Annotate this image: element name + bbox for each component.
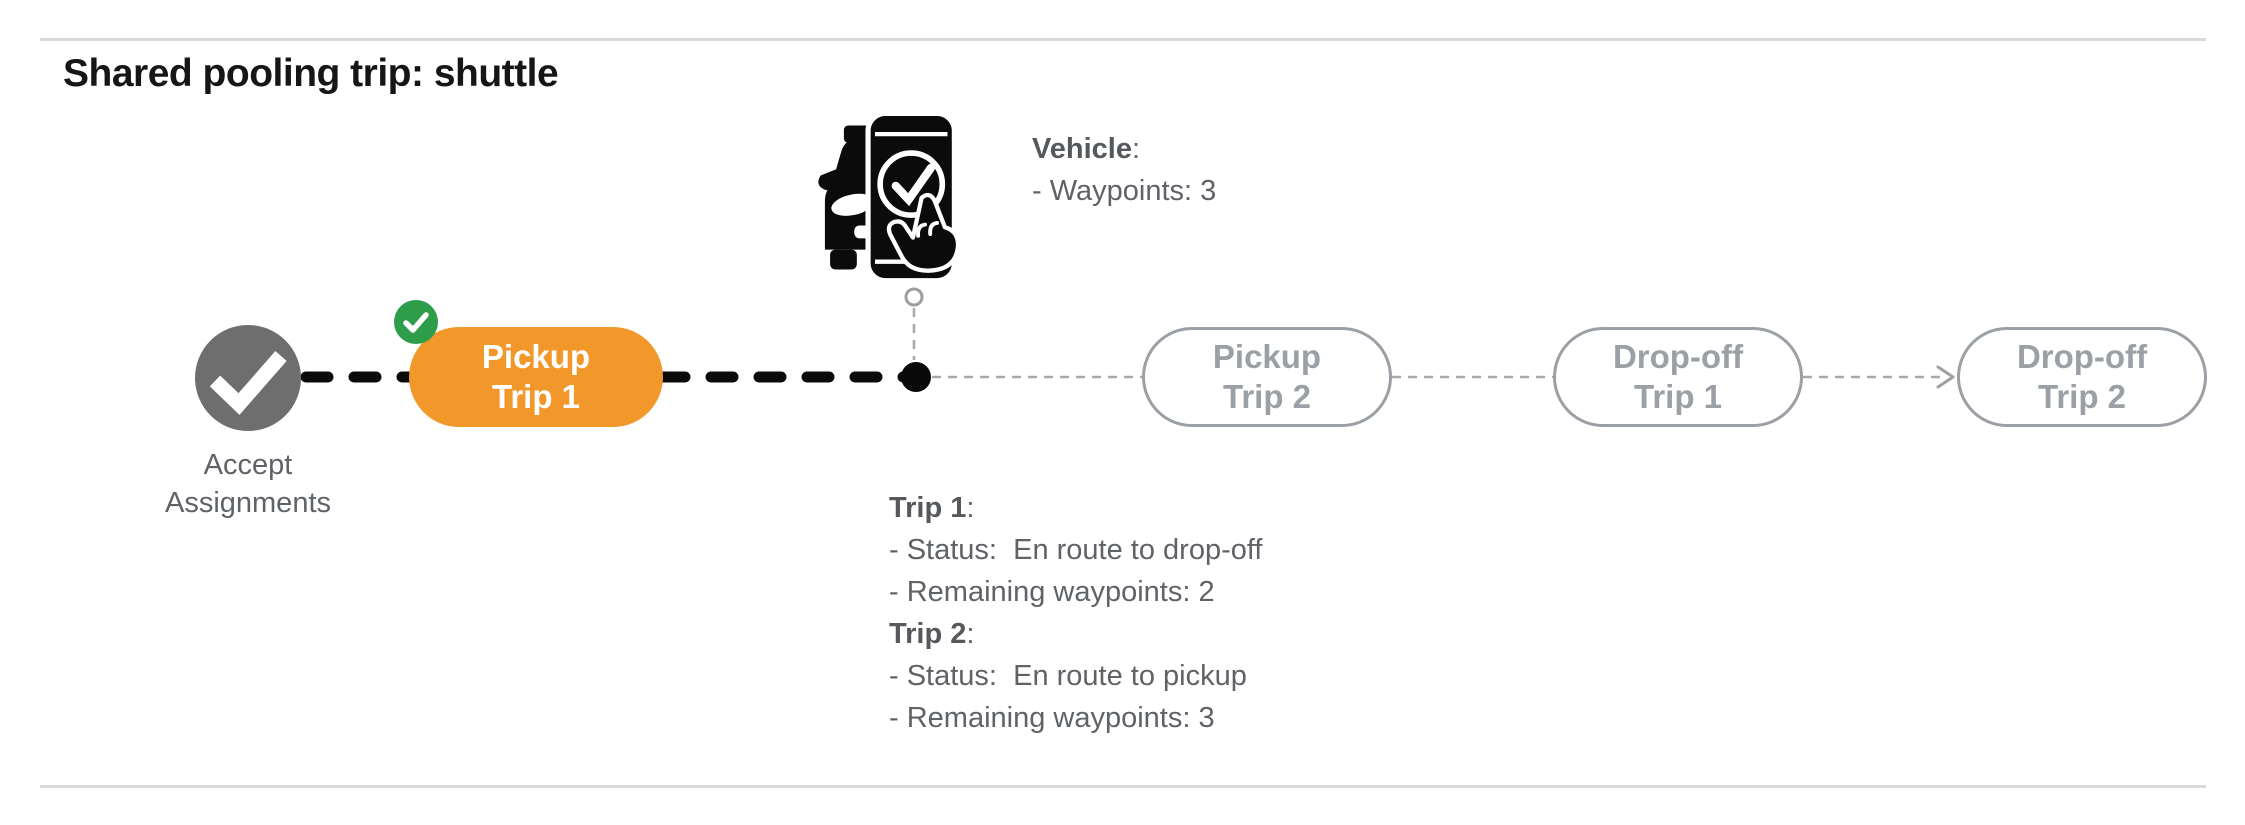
- trip-info: Trip 1: - Status: En route to drop-off -…: [889, 487, 1262, 739]
- pill-pickup-trip2: Pickup Trip 2: [1142, 327, 1392, 427]
- check-icon: [209, 351, 287, 415]
- page-title: Shared pooling trip: shuttle: [63, 52, 559, 95]
- current-position-dot-icon: [901, 362, 931, 392]
- trip1-waypoints-line: - Remaining waypoints: 2: [889, 576, 1215, 608]
- trip1-heading-label: Trip 1: [889, 492, 967, 524]
- accept-assignments-label: Accept Assignments: [98, 446, 398, 522]
- pill-pickup-trip1-line2: Trip 1: [491, 378, 581, 415]
- pill-dropoff-trip1: Drop-off Trip 1: [1553, 327, 1803, 427]
- pill-dropoff-trip1-line2: Trip 1: [1633, 378, 1723, 415]
- pill-pickup-trip1-line1: Pickup: [481, 338, 591, 375]
- pill-pickup-trip1: Pickup Trip 1: [409, 327, 663, 427]
- vehicle-waypoints-line: - Waypoints: 3: [1032, 175, 1217, 207]
- accept-label-line2: Assignments: [164, 487, 331, 519]
- trip1-heading: Trip 1:: [889, 492, 975, 524]
- vehicle-info-heading-label: Vehicle: [1032, 133, 1132, 165]
- trip2-waypoints-line: - Remaining waypoints: 3: [889, 702, 1215, 734]
- completed-check-badge-icon: [394, 300, 438, 344]
- bottom-divider: [40, 785, 2206, 788]
- accept-assignments-node: [195, 325, 301, 431]
- pill-dropoff-trip2-line1: Drop-off: [2016, 338, 2148, 375]
- pill-dropoff-trip2-line2: Trip 2: [2037, 378, 2127, 415]
- accept-label-line1: Accept: [203, 449, 293, 481]
- trip2-heading: Trip 2:: [889, 618, 975, 650]
- vehicle-stem-ring-icon: [904, 287, 924, 307]
- pill-dropoff-trip2: Drop-off Trip 2: [1957, 327, 2207, 427]
- trip2-heading-label: Trip 2: [889, 618, 967, 650]
- trip1-status-line: - Status: En route to drop-off: [889, 534, 1263, 566]
- trip2-status-line: - Status: En route to pickup: [889, 660, 1247, 692]
- vehicle-info-heading: Vehicle:: [1032, 133, 1141, 165]
- taxi-phone-check-icon: [818, 110, 961, 284]
- arrow-right-icon: [1936, 365, 1955, 389]
- top-divider: [40, 38, 2206, 41]
- check-circle-icon: [877, 150, 946, 218]
- check-icon: [403, 312, 429, 333]
- pill-pickup-trip2-line1: Pickup: [1212, 338, 1322, 375]
- pill-pickup-trip2-line2: Trip 2: [1222, 378, 1312, 415]
- pill-dropoff-trip1-line1: Drop-off: [1612, 338, 1744, 375]
- vehicle-info: Vehicle: - Waypoints: 3: [1032, 128, 1216, 212]
- tapping-hand-icon: [886, 192, 961, 273]
